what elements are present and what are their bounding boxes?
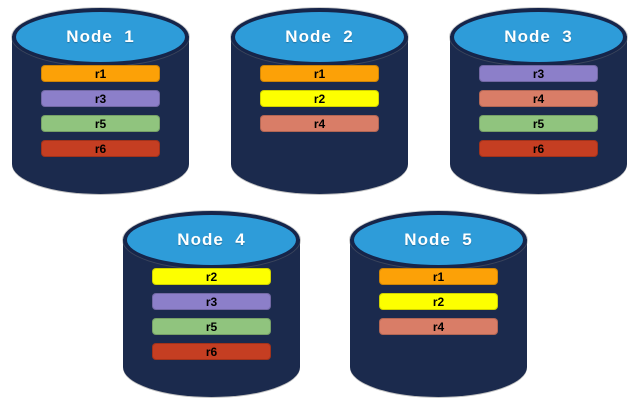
replica-bar-r5: r5: [479, 115, 598, 132]
replica-label: r4: [313, 116, 326, 131]
replica-label: r6: [532, 141, 545, 156]
replica-bar-r6: r6: [152, 343, 271, 360]
replica-list: r1 r3 r5 r6: [12, 65, 189, 157]
replica-bar-r4: r4: [379, 318, 498, 335]
replica-bar-r1: r1: [41, 65, 160, 82]
replica-bar-r5: r5: [41, 115, 160, 132]
database-node-cylinder-3: Node 3 r3 r4 r5 r6: [450, 8, 627, 194]
database-node-cylinder-4: Node 4 r2 r3 r5 r6: [123, 211, 300, 397]
replica-label: r3: [205, 294, 218, 309]
database-node-cylinder-5: Node 5 r1 r2 r4: [350, 211, 527, 397]
replica-bar-r1: r1: [260, 65, 379, 82]
replica-label: r3: [94, 91, 107, 106]
replica-label: r2: [432, 294, 445, 309]
replica-list: r3 r4 r5 r6: [450, 65, 627, 157]
replica-bar-r6: r6: [479, 140, 598, 157]
node-title: Node 4: [177, 230, 246, 249]
replica-bar-r3: r3: [152, 293, 271, 310]
replica-list: r1 r2 r4: [231, 65, 408, 132]
row-2: Node 4 r2 r3 r5 r6 Node 5 r1 r2 r4: [123, 211, 638, 397]
database-node-cylinder-2: Node 2 r1 r2 r4: [231, 8, 408, 194]
node-title: Node 1: [66, 27, 135, 46]
replica-label: r6: [94, 141, 107, 156]
replica-label: r5: [94, 116, 107, 131]
replica-bar-r2: r2: [260, 90, 379, 107]
cylinder-top-ellipse: Node 2: [231, 8, 408, 66]
node-title: Node 3: [504, 27, 573, 46]
database-node-cylinder-1: Node 1 r1 r3 r5 r6: [12, 8, 189, 194]
replica-bar-r3: r3: [479, 65, 598, 82]
replica-bar-r3: r3: [41, 90, 160, 107]
replica-label: r2: [313, 91, 326, 106]
cylinder-top-ellipse: Node 5: [350, 211, 527, 269]
replica-bar-r5: r5: [152, 318, 271, 335]
replica-bar-r6: r6: [41, 140, 160, 157]
replica-bar-r1: r1: [379, 268, 498, 285]
replica-label: r2: [205, 269, 218, 284]
replica-label: r4: [532, 91, 545, 106]
replica-label: r1: [313, 66, 326, 81]
replica-bar-r4: r4: [260, 115, 379, 132]
replica-label: r3: [532, 66, 545, 81]
replica-label: r1: [94, 66, 107, 81]
replica-list: r2 r3 r5 r6: [123, 268, 300, 360]
replica-label: r1: [432, 269, 445, 284]
cylinder-top-ellipse: Node 1: [12, 8, 189, 66]
node-title: Node 2: [285, 27, 354, 46]
node-title: Node 5: [404, 230, 473, 249]
replica-label: r6: [205, 344, 218, 359]
replica-bar-r4: r4: [479, 90, 598, 107]
replica-list: r1 r2 r4: [350, 268, 527, 335]
replica-label: r5: [532, 116, 545, 131]
replica-label: r5: [205, 319, 218, 334]
replica-bar-r2: r2: [152, 268, 271, 285]
cylinder-top-ellipse: Node 3: [450, 8, 627, 66]
replica-label: r4: [432, 319, 445, 334]
replica-bar-r2: r2: [379, 293, 498, 310]
cylinder-top-ellipse: Node 4: [123, 211, 300, 269]
